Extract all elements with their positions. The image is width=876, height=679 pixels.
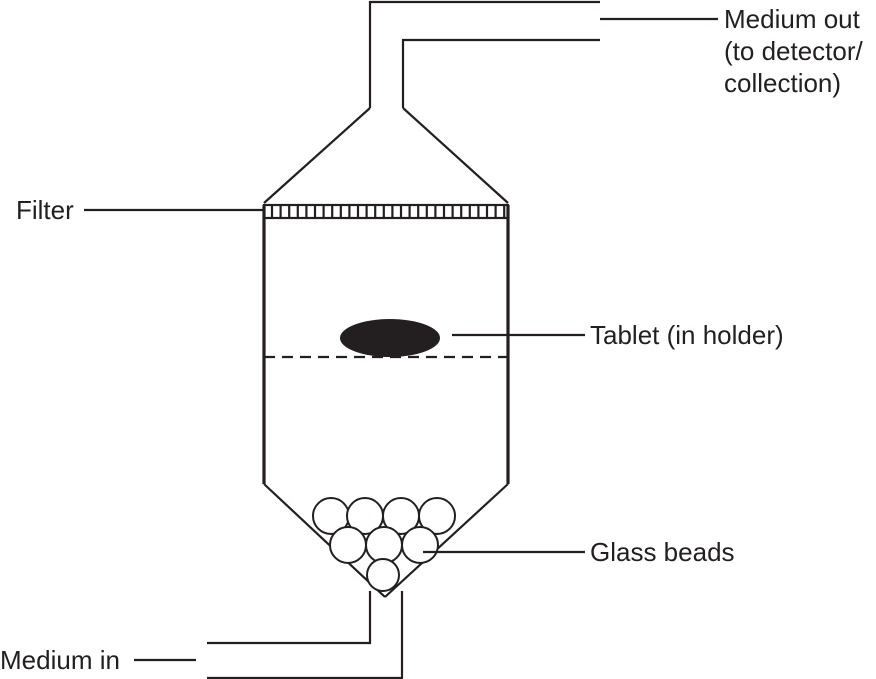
label-filter: Filter [16, 195, 74, 225]
label-tablet: Tablet (in holder) [590, 320, 784, 350]
label-medium-out-line3: collection) [724, 68, 841, 98]
label-glass-beads: Glass beads [590, 537, 735, 567]
cell-body [262, 205, 510, 484]
leader-lines [84, 17, 718, 662]
label-medium-out-line2: (to detector/ [724, 36, 864, 66]
outlet-tube [368, 0, 600, 108]
glass-beads [312, 497, 456, 592]
tablet [340, 319, 440, 357]
inlet-tube [207, 591, 404, 679]
top-cone [263, 107, 509, 204]
bottom-cone [263, 483, 509, 598]
filter-hatch [270, 205, 506, 218]
label-medium-out: Medium out [724, 4, 861, 34]
label-medium-in: Medium in [0, 645, 120, 675]
filter [262, 203, 510, 220]
